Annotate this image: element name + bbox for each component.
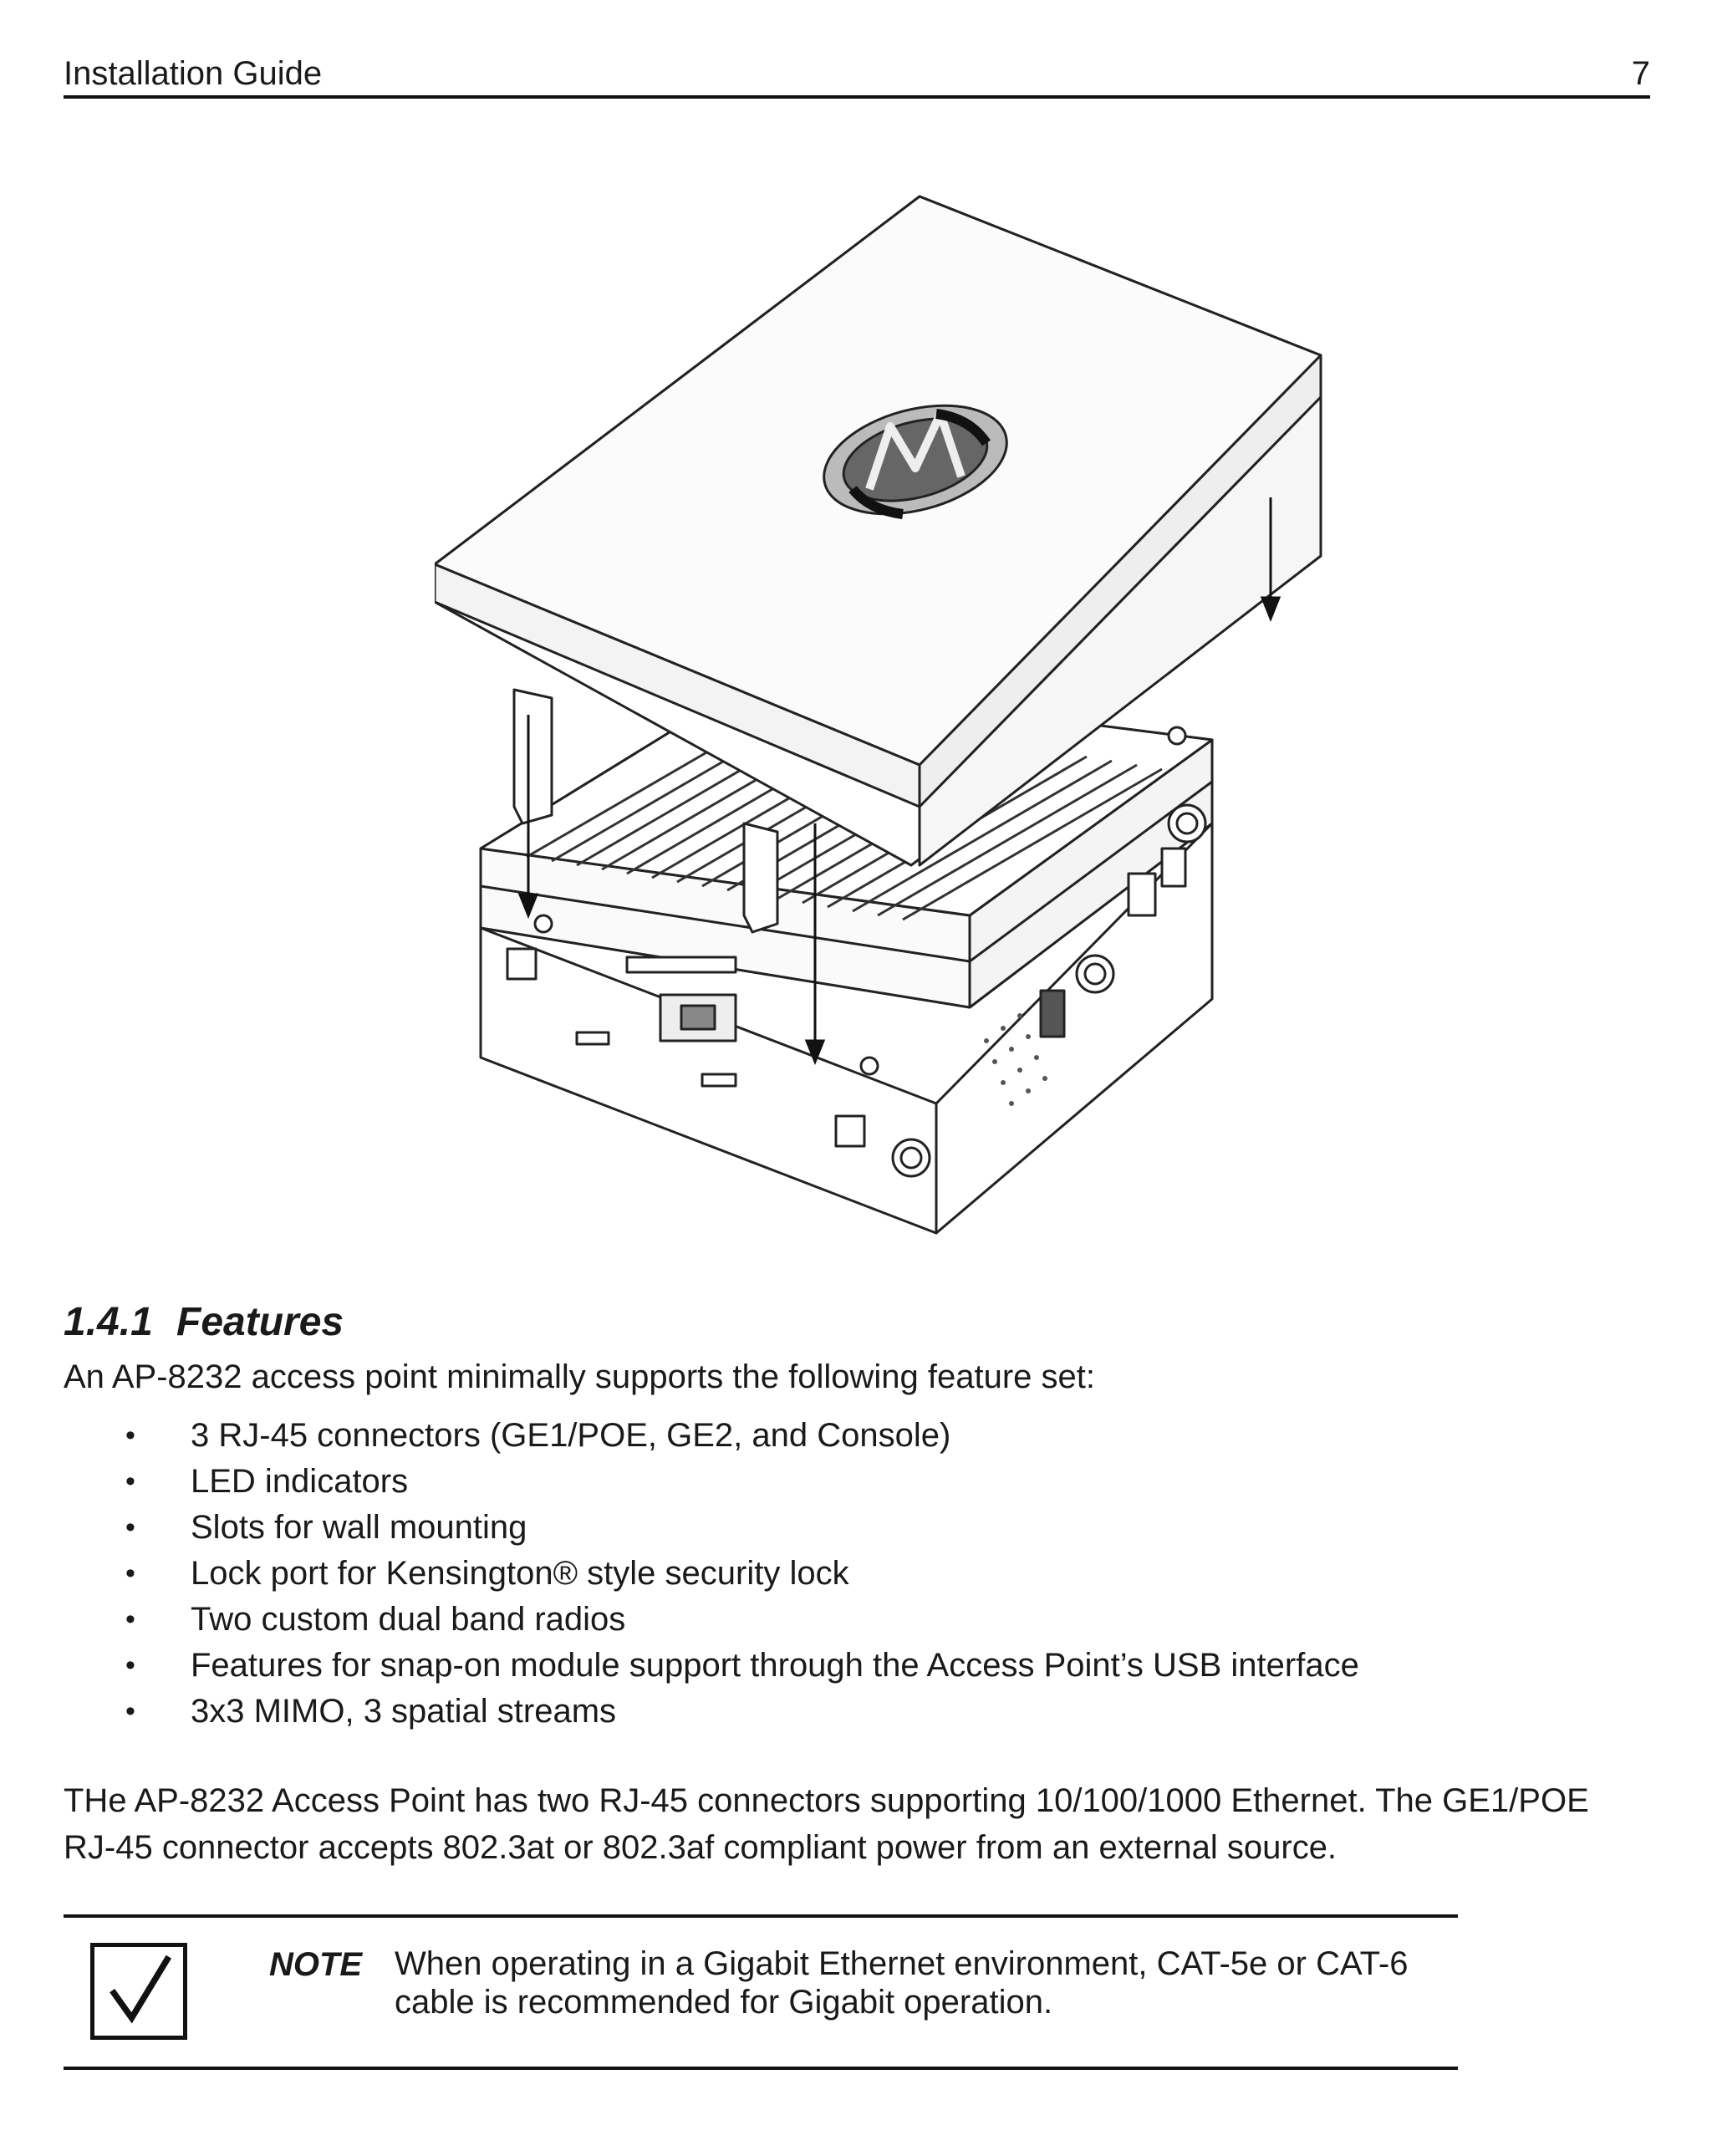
list-item-text: 3 RJ-45 connectors (GE1/POE, GE2, and Co…: [191, 1417, 951, 1454]
list-item: • Lock port for Kensington® style securit…: [125, 1551, 1359, 1597]
list-item-text: LED indicators: [191, 1463, 409, 1500]
list-item-text: Slots for wall mounting: [191, 1509, 527, 1546]
bullet-icon: •: [125, 1511, 135, 1543]
list-item: • Slots for wall mounting: [125, 1505, 1359, 1551]
bullet-icon: •: [125, 1557, 135, 1589]
list-item: • 3 RJ-45 connectors (GE1/POE, GE2, and C…: [125, 1413, 1359, 1459]
intro-text: An AP-8232 access point minimally suppor…: [64, 1358, 1095, 1395]
page-header: Installation Guide 7: [64, 52, 1650, 99]
bullet-icon: •: [125, 1695, 135, 1727]
feature-list: • 3 RJ-45 connectors (GE1/POE, GE2, and C…: [125, 1413, 1359, 1735]
note-label: NOTE: [269, 1946, 363, 1983]
bullet-icon: •: [125, 1649, 135, 1681]
description-paragraph: THe AP-8232 Access Point has two RJ-45 c…: [64, 1782, 1589, 1866]
list-item-text: Two custom dual band radios: [191, 1601, 626, 1638]
note-box: NOTE When operating in a Gigabit Etherne…: [64, 1914, 1458, 2070]
list-item: • 3x3 MIMO, 3 spatial streams: [125, 1689, 1359, 1735]
note-text: When operating in a Gigabit Ethernet env…: [395, 1945, 1409, 2021]
bullet-icon: •: [125, 1419, 135, 1451]
header-title: Installation Guide: [64, 55, 323, 92]
list-item: • Two custom dual band radios: [125, 1597, 1359, 1643]
section-number: 1.4.1: [64, 1300, 153, 1344]
list-item-text: 3x3 MIMO, 3 spatial streams: [191, 1693, 617, 1730]
bullet-icon: •: [125, 1603, 135, 1635]
section-heading: 1.4.1 Features: [64, 1297, 344, 1348]
list-item-text: Lock port for Kensington® style security…: [191, 1555, 849, 1592]
checkmark-icon: [90, 1943, 187, 2040]
bullet-icon: •: [125, 1465, 135, 1497]
section-title: Features: [176, 1300, 344, 1344]
list-item: • Features for snap-on module support thr…: [125, 1643, 1359, 1689]
page-number: 7: [1631, 55, 1650, 92]
access-point-illustration: [433, 188, 1371, 1241]
list-item-text: Features for snap-on module support thro…: [191, 1647, 1359, 1684]
list-item: • LED indicators: [125, 1459, 1359, 1505]
